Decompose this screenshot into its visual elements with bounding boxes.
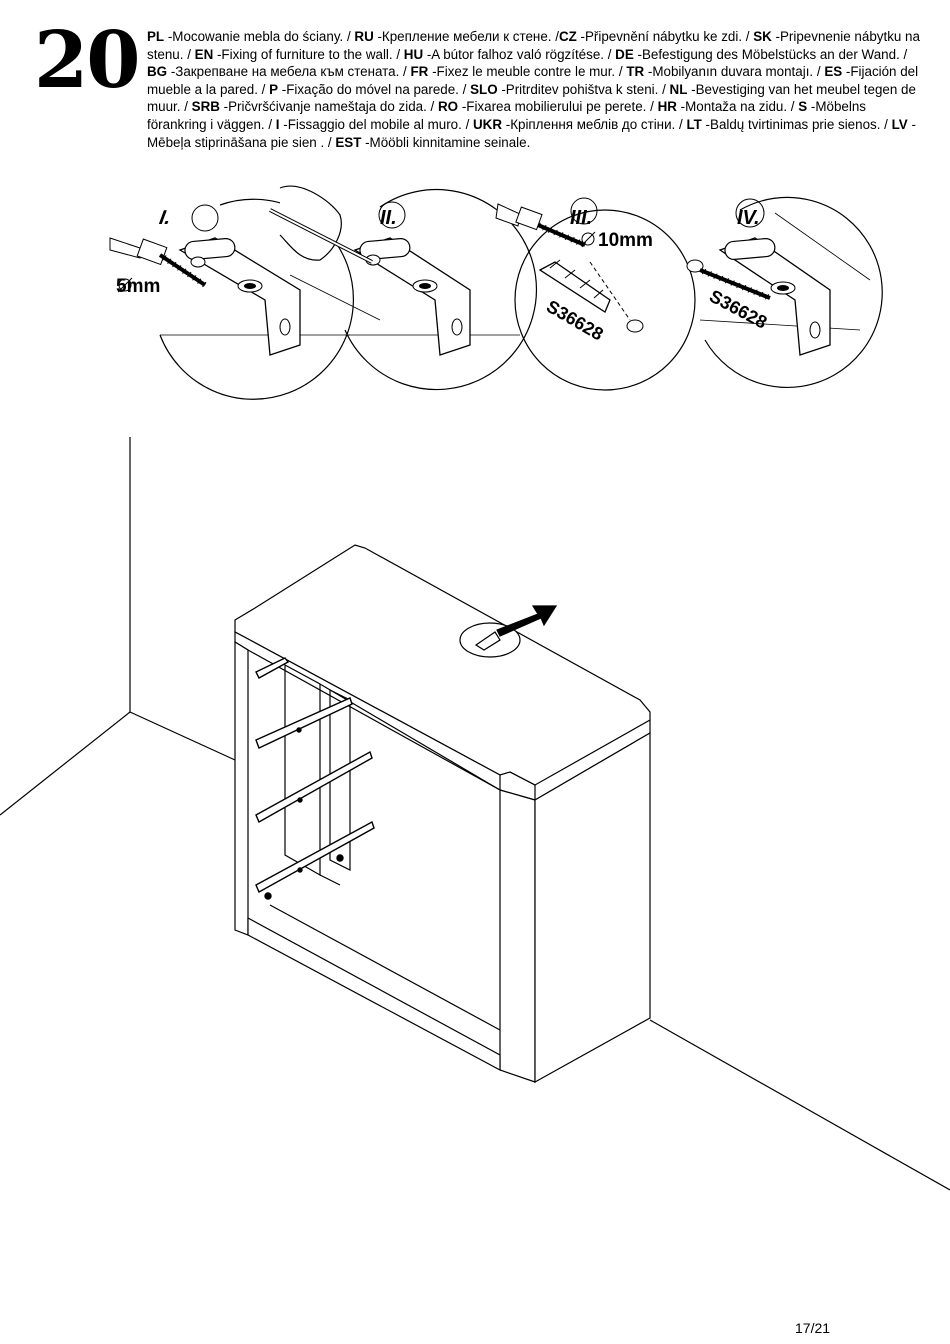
instruction-text: -Mocowanie mebla do ściany. / [164,29,355,44]
language-code: EN [194,46,214,62]
page-number: 17/21 [795,1320,831,1336]
instruction-text: -Bevestiging van het meubel tegen de muu… [147,81,916,115]
drill-size-small: 5mm [116,276,160,297]
instructions-text: PL -Mocowanie mebla do ściany. / RU -Кре… [147,28,927,151]
language-code: HU [403,46,424,62]
instruction-text: -Připevnění nábytku ke zdi. / [576,29,754,44]
language-code: BG [147,64,168,80]
instruction-text: -Pritrditev pohištva k steni. / [497,81,670,97]
language-code: FR [410,64,429,80]
language-code: P [269,81,279,97]
detail-label-2: II. [380,207,397,229]
language-code: SLO [470,81,498,97]
language-code: RO [438,99,459,115]
instruction-text: -Кріплення меблів до стіни. / [502,116,687,132]
instruction-text: -Pričvršćivanje nameštaja do zida. / [219,99,438,115]
instruction-text: -Закрепване на мебела към стената. / [167,64,411,80]
instruction-text: -Möbelns förankring i väggen. / [147,99,866,132]
language-code: HR [657,99,677,115]
language-code: SRB [191,99,220,115]
language-code: RU [354,29,374,44]
instruction-text: -Pripevnenie nábytku na stenu. / [147,29,920,62]
instruction-text: -Montaža na zidu. / [676,99,799,115]
language-code: S [798,99,808,115]
language-code: ES [824,64,843,80]
language-code: NL [669,81,688,97]
language-code: CZ [558,29,577,44]
language-code: EST [335,134,362,150]
instruction-text: -Fijación del mueble a la pared. / [147,64,919,97]
language-code: UKR [473,116,503,132]
language-code: I [275,116,280,132]
drawer-runners [255,657,375,900]
instruction-text: -Mööbli kinnitamine seinale. [361,134,531,150]
instruction-text: -Крепление мебели к стене. / [373,29,559,44]
language-code: SK [753,29,772,44]
language-code: DE [615,46,634,62]
instruction-text: -Mēbeļa stiprināšana pie sien . / [147,116,916,150]
instruction-text: -Fissaggio del mobile al muro. / [279,116,474,132]
drill-size-large: 10mm [598,230,653,251]
instruction-text: -Befestigung des Möbelstücks an der Wand… [633,46,908,62]
detail-label-1: I. [158,207,173,229]
language-code: LV [891,116,908,132]
cabinet-illustration [0,437,950,1191]
instruction-text: -Fixing of furniture to the wall. / [213,46,404,62]
detail-label-4: IV. [737,207,760,229]
instruction-text: -A bútor falhoz való rögzítése. / [423,46,616,62]
instruction-text: -Fixarea mobilierului pe perete. / [458,99,658,115]
detail-3: 10mm S36628 III. [495,197,696,391]
language-code: LT [686,116,702,132]
instruction-text: -Fixez le meuble contre le mur. / [428,64,627,80]
instruction-text: -Mobilyanın duvara montajı. / [644,64,825,80]
instruction-text: -Fixação do móvel na parede. / [278,81,471,97]
step-number: 20 [34,15,141,106]
language-code: PL [147,29,165,44]
instruction-text: -Baldų tvirtinimas prie sienos. / [701,116,892,132]
language-code: TR [626,64,645,80]
detail-2: II. [269,185,538,391]
detail-4: S36628 IV. [686,196,883,388]
